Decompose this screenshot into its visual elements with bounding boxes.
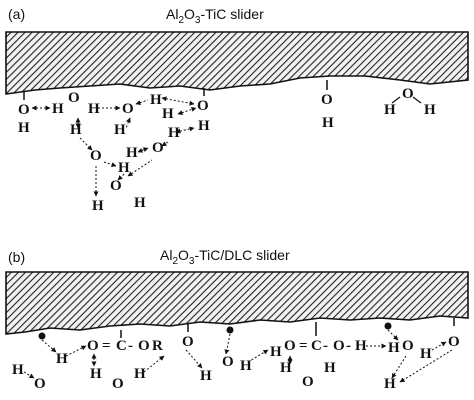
svg-text:H: H xyxy=(134,366,146,382)
surface-sites-b xyxy=(38,322,392,340)
svg-text:H: H xyxy=(270,344,282,360)
svg-text:R: R xyxy=(152,338,163,354)
svg-text:H: H xyxy=(118,160,130,176)
svg-text:H: H xyxy=(90,366,102,382)
svg-text:O: O xyxy=(448,334,460,350)
svg-text:C: C xyxy=(311,338,322,354)
svg-text:O: O xyxy=(182,334,194,350)
svg-text:H: H xyxy=(168,125,180,141)
svg-text:H: H xyxy=(56,351,68,367)
panel-b-title: Al2O3-TiC/DLC slider xyxy=(160,247,290,267)
svg-text:-: - xyxy=(128,338,133,354)
svg-text:O: O xyxy=(87,338,99,354)
svg-text:O: O xyxy=(402,338,414,354)
svg-text:H: H xyxy=(52,101,64,117)
svg-text:H: H xyxy=(240,358,252,374)
svg-text:=: = xyxy=(299,338,308,354)
molecules-a: O H H O H H O H H O H H H O H O H O H H … xyxy=(18,80,436,214)
svg-text:O: O xyxy=(122,101,134,117)
slider-surface-b xyxy=(5,271,469,335)
svg-text:O: O xyxy=(197,98,209,114)
svg-text:H: H xyxy=(424,102,436,118)
svg-text:O: O xyxy=(152,140,164,156)
svg-text:=: = xyxy=(102,338,111,354)
svg-text:H: H xyxy=(18,120,30,136)
svg-text:H: H xyxy=(162,106,174,122)
svg-text:O: O xyxy=(112,376,124,392)
hbond-arrows-b xyxy=(23,329,453,383)
svg-text:O: O xyxy=(90,148,102,164)
svg-text:H: H xyxy=(384,376,396,392)
panel-a-title: Al2O3-TiC slider xyxy=(166,6,264,26)
svg-text:O: O xyxy=(321,92,333,108)
slider-surface-a xyxy=(5,31,469,95)
svg-text:H: H xyxy=(12,362,24,378)
svg-text:H: H xyxy=(114,122,126,138)
svg-text:O: O xyxy=(222,354,234,370)
svg-text:O: O xyxy=(302,374,314,390)
svg-text:O: O xyxy=(34,376,46,392)
svg-text:-: - xyxy=(323,338,328,354)
panel-a-tag: (a) xyxy=(8,6,25,22)
svg-text:H: H xyxy=(324,360,336,376)
svg-text:H: H xyxy=(388,340,400,356)
svg-text:O: O xyxy=(110,178,122,194)
svg-text:H: H xyxy=(70,122,82,138)
svg-text:H: H xyxy=(355,338,367,354)
svg-text:C: C xyxy=(116,338,127,354)
svg-text:H: H xyxy=(384,102,396,118)
svg-text:H: H xyxy=(280,360,292,376)
svg-text:H: H xyxy=(150,92,162,108)
svg-text:O: O xyxy=(402,86,414,102)
svg-text:O: O xyxy=(333,338,345,354)
svg-text:H: H xyxy=(134,195,146,211)
svg-text:H: H xyxy=(126,145,138,161)
svg-text:H: H xyxy=(92,198,104,214)
svg-text:H: H xyxy=(200,368,212,384)
svg-text:H: H xyxy=(88,101,100,117)
svg-text:O: O xyxy=(284,338,296,354)
svg-text:-: - xyxy=(346,338,351,354)
svg-text:H: H xyxy=(198,118,210,134)
svg-text:H: H xyxy=(420,346,432,362)
panel-b-tag: (b) xyxy=(8,249,25,265)
svg-text:O: O xyxy=(68,90,80,106)
svg-text:O: O xyxy=(18,102,30,118)
svg-text:O: O xyxy=(138,338,150,354)
hbond-arrows-a xyxy=(31,96,197,197)
svg-text:H: H xyxy=(322,115,334,131)
